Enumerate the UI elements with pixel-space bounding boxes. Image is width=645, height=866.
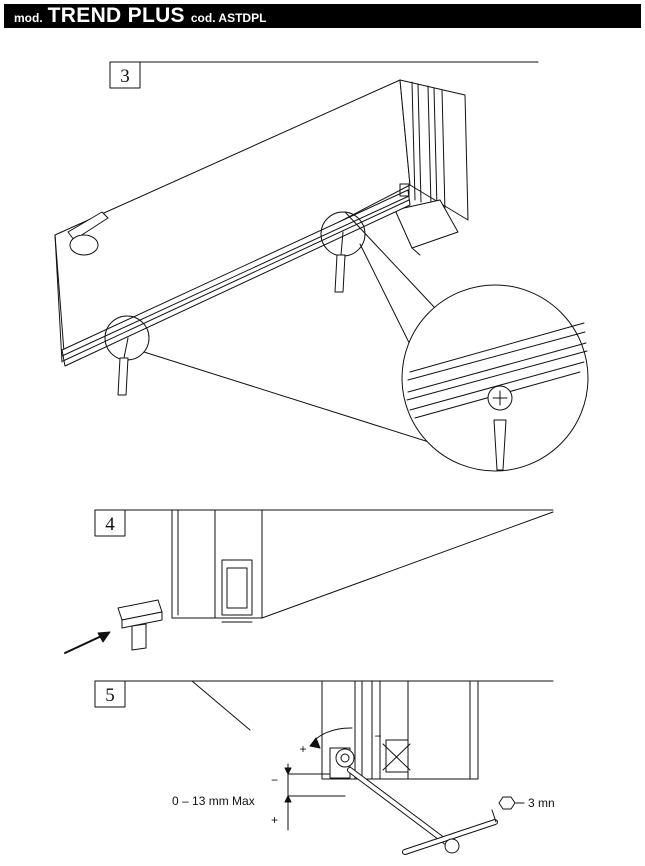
gap-range-label: 0 – 13 mm Max — [172, 794, 255, 808]
screwdriver-right — [334, 231, 346, 293]
plus-symbol-arc: + — [299, 742, 306, 756]
hex-key — [347, 767, 498, 855]
minus-symbol-arc: − — [374, 729, 381, 743]
model-prefix: mod. — [14, 11, 43, 25]
step-3-figure: 3 — [54, 61, 589, 472]
step-4-number-box — [94, 509, 126, 537]
model-name: TREND PLUS — [47, 4, 185, 27]
floor-block — [394, 199, 459, 249]
screwdriver-detail — [493, 419, 507, 471]
step-3-number: 3 — [120, 66, 130, 87]
adjuster-wheel — [335, 748, 355, 768]
plus-symbol-gap: + — [271, 813, 278, 827]
door-handle — [67, 211, 109, 241]
product-code: cod. ASTDPL — [190, 11, 267, 25]
screwdriver-left — [117, 337, 129, 396]
hex-key-size-label: 3 mn — [528, 796, 555, 810]
document-header: mod. TREND PLUS cod. ASTDPL — [4, 4, 641, 28]
detail-leader-lower — [143, 351, 471, 456]
detail-magnifier — [401, 284, 589, 472]
rail-end-cap — [399, 183, 410, 197]
step-5-figure: 5 + − − + 0 – 13 mm Max — [94, 680, 555, 855]
door-edge — [399, 79, 469, 221]
step-4-number: 4 — [105, 514, 115, 535]
step-5-number: 5 — [105, 685, 115, 706]
step-4-figure: 4 — [64, 509, 554, 654]
step-3-number-box — [109, 61, 141, 89]
step-5-number-box — [94, 680, 126, 708]
crossed-box — [385, 739, 409, 773]
minus-symbol-gap: − — [271, 773, 278, 787]
handle-rose — [69, 234, 99, 256]
hex-icon — [498, 796, 516, 810]
